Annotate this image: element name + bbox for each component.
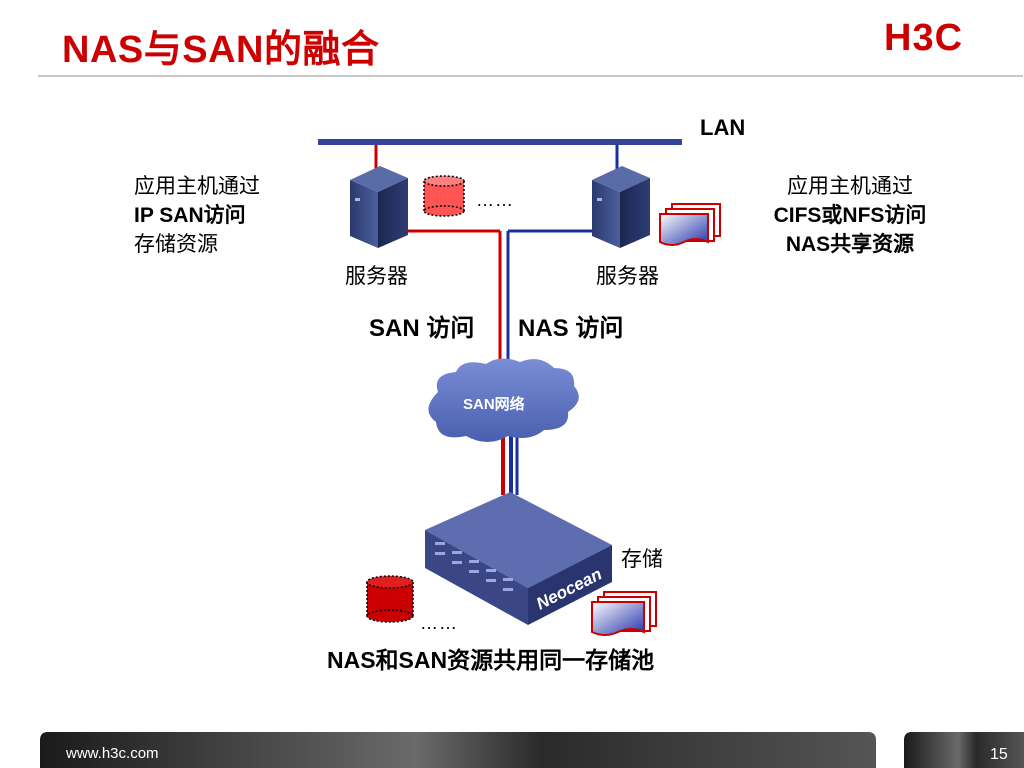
footer-bar [40,732,876,768]
h3c-logo: H3C [884,17,963,58]
cloud-label: SAN网络 [463,396,525,413]
footer-page-tab [904,732,1024,768]
server-left-label: 服务器 [345,265,408,288]
left-desc-line-1: 应用主机通过 [134,175,260,198]
right-desc-line-3: NAS共享资源 [785,233,915,256]
nas-access-label: NAS 访问 [518,315,624,342]
page-number: 15 [990,746,1008,763]
san-access-label: SAN 访问 [369,315,475,342]
h3c-logo-text: H3C [884,17,963,58]
nas-files-icon [659,203,721,246]
san-network-cloud [428,358,579,442]
server-right-label: 服务器 [596,265,659,288]
title-divider [38,75,1023,77]
lan-label: LAN [700,115,746,140]
ellipsis-bottom: …… [420,613,458,633]
right-description: 应用主机通过 CIFS或NFS访问 NAS共享资源 [756,172,944,259]
san-disk-icon [423,175,465,217]
right-desc-line-1: 应用主机通过 [787,175,913,198]
footer-url[interactable]: www.h3c.com [66,745,159,762]
slide-title: NAS与SAN的融合 [62,29,380,71]
lan-bar [318,139,682,145]
server-right-icon [592,166,650,248]
left-desc-line-3: 存储资源 [134,233,218,256]
shared-pool-caption: NAS和SAN资源共用同一存储池 [327,647,655,673]
storage-files-icon [591,591,657,636]
ellipsis-top: …… [476,190,514,210]
storage-disk-icon [366,575,414,623]
storage-array-icon: Neocean [425,492,612,625]
server-left-icon [350,166,408,248]
right-desc-line-2: CIFS或NFS访问 [773,204,927,227]
left-description: 应用主机通过 IP SAN访问 存储资源 [134,172,260,259]
left-desc-line-2: IP SAN访问 [134,204,246,227]
storage-label: 存储 [621,548,663,571]
